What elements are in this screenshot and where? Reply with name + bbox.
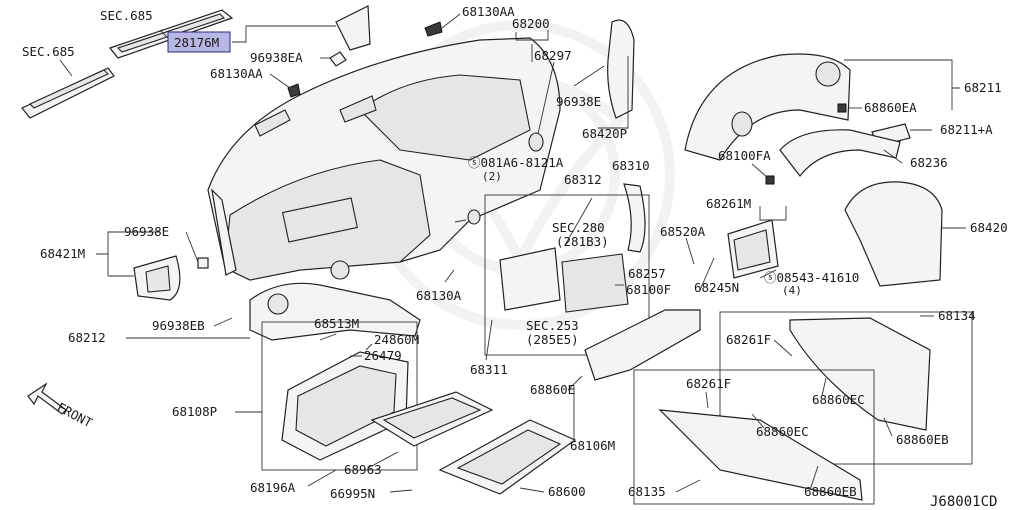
- label-68860ec-a[interactable]: 68860EC: [812, 392, 865, 407]
- clip-68860ea: [837, 103, 847, 113]
- label-68236[interactable]: 68236: [910, 155, 948, 170]
- label-68297[interactable]: 68297: [534, 48, 572, 63]
- label-68421m[interactable]: 68421M: [40, 246, 85, 261]
- label-68860e[interactable]: 68860E: [530, 382, 575, 397]
- label-96938e-top[interactable]: 96938E: [556, 94, 601, 109]
- part-labels: SEC.685 SEC.685 28176M 96938EA 68130AA 6…: [22, 4, 1008, 510]
- label-sec685-b[interactable]: SEC.685: [22, 44, 75, 59]
- label-08543-41610[interactable]: ⓢ08543-41610: [764, 270, 859, 285]
- clip-68130aa-left: [287, 83, 301, 98]
- center-group-box: [484, 194, 650, 356]
- label-26479[interactable]: 26479: [364, 348, 402, 363]
- label-68100f[interactable]: 68100F: [626, 282, 671, 297]
- label-28176m[interactable]: 28176M: [174, 35, 219, 50]
- label-sec685-a[interactable]: SEC.685: [100, 8, 153, 23]
- audio-bracket-68257: [499, 247, 629, 313]
- label-68420p[interactable]: 68420P: [582, 126, 627, 141]
- label-68130aa-top[interactable]: 68130AA: [462, 4, 515, 19]
- instrument-panel-assembly: [207, 37, 561, 281]
- label-68311[interactable]: 68311: [470, 362, 508, 377]
- label-sec253[interactable]: SEC.253: [526, 318, 579, 333]
- label-68211[interactable]: 68211: [964, 80, 1002, 95]
- finisher-68310: [623, 183, 646, 253]
- lower-panel-68212: [249, 282, 421, 341]
- label-68312[interactable]: 68312: [564, 172, 602, 187]
- bracket-68236: [779, 129, 901, 177]
- label-68257[interactable]: 68257: [628, 266, 666, 281]
- label-08543-qty[interactable]: (4): [782, 284, 802, 297]
- label-96938ea[interactable]: 96938EA: [250, 50, 303, 65]
- label-66995n[interactable]: 66995N: [330, 486, 375, 501]
- label-68261f-b[interactable]: 68261F: [686, 376, 731, 391]
- label-68310[interactable]: 68310: [612, 158, 650, 173]
- label-68106m[interactable]: 68106M: [570, 438, 615, 453]
- label-24860m[interactable]: 24860M: [374, 332, 419, 347]
- glovebox-group-box: [261, 321, 418, 471]
- label-sec280-sub[interactable]: (281B3): [556, 234, 609, 249]
- label-68196a[interactable]: 68196A: [250, 480, 296, 495]
- label-68108p[interactable]: 68108P: [172, 404, 217, 419]
- label-68513m[interactable]: 68513M: [314, 316, 359, 331]
- strip-68312: [564, 197, 593, 246]
- clip-96938e-left: [197, 257, 209, 269]
- cluster-lid-68211: [684, 53, 851, 161]
- label-68211a[interactable]: 68211+A: [940, 122, 993, 137]
- grommet-68297: [528, 132, 544, 152]
- side-finisher-68420p: [607, 19, 635, 119]
- bolt-081a6: [454, 209, 481, 225]
- center-bracket-68106m: [584, 309, 701, 381]
- label-68860eb-a[interactable]: 68860EB: [896, 432, 949, 447]
- label-front: FRONT: [55, 399, 96, 430]
- label-68963[interactable]: 68963: [344, 462, 382, 477]
- label-68600[interactable]: 68600: [548, 484, 586, 499]
- label-68200[interactable]: 68200: [512, 16, 550, 31]
- clip-96938ea: [329, 51, 347, 67]
- column-cover-68420: [844, 181, 943, 287]
- label-081a6-qty[interactable]: (2): [482, 170, 502, 183]
- diagram-code: J68001CD: [930, 494, 997, 510]
- screw-68100fa: [765, 175, 775, 185]
- label-sec253-sub[interactable]: (285E5): [526, 332, 579, 347]
- label-68100fa[interactable]: 68100FA: [718, 148, 771, 163]
- clip-68130aa-top: [424, 21, 443, 37]
- glovebox-68108p: [281, 351, 409, 461]
- lower-cover-68135: [658, 409, 863, 501]
- label-68130aa-left[interactable]: 68130AA: [210, 66, 263, 81]
- side-vent-68421m: [133, 255, 181, 301]
- label-sec280[interactable]: SEC.280: [552, 220, 605, 235]
- label-96938e-left[interactable]: 96938E: [124, 224, 169, 239]
- glovebox-liner-68963: [370, 391, 494, 447]
- label-96938eb[interactable]: 96938EB: [152, 318, 205, 333]
- label-68134[interactable]: 68134: [938, 308, 976, 323]
- label-68212[interactable]: 68212: [68, 330, 106, 345]
- leader-lines: [59, 13, 966, 493]
- label-68261f-a[interactable]: 68261F: [726, 332, 771, 347]
- label-68860ec-b[interactable]: 68860EC: [756, 424, 809, 439]
- front-arrow-icon: [27, 382, 67, 415]
- label-68860eb-b[interactable]: 68860EB: [804, 484, 857, 499]
- label-68261m[interactable]: 68261M: [706, 196, 751, 211]
- label-68860ea[interactable]: 68860EA: [864, 100, 917, 115]
- lower-right-group-box: [719, 311, 973, 465]
- label-081a6-8121a[interactable]: ⓢ081A6-8121A: [468, 155, 564, 170]
- label-68130a[interactable]: 68130A: [416, 288, 462, 303]
- highlight-box-28176m: [167, 31, 231, 53]
- label-68135[interactable]: 68135: [628, 484, 666, 499]
- speaker-grille-28176m: [335, 5, 371, 51]
- defroster-grille-strips: [21, 9, 234, 119]
- display-unit-68261m: [727, 219, 779, 279]
- bottom-group-box: [633, 369, 875, 505]
- glovebox-lid-68600: [438, 419, 577, 495]
- label-68245n[interactable]: 68245N: [694, 280, 739, 295]
- lower-cover-68134: [789, 317, 931, 431]
- label-68520a[interactable]: 68520A: [660, 224, 706, 239]
- label-68420[interactable]: 68420: [970, 220, 1008, 235]
